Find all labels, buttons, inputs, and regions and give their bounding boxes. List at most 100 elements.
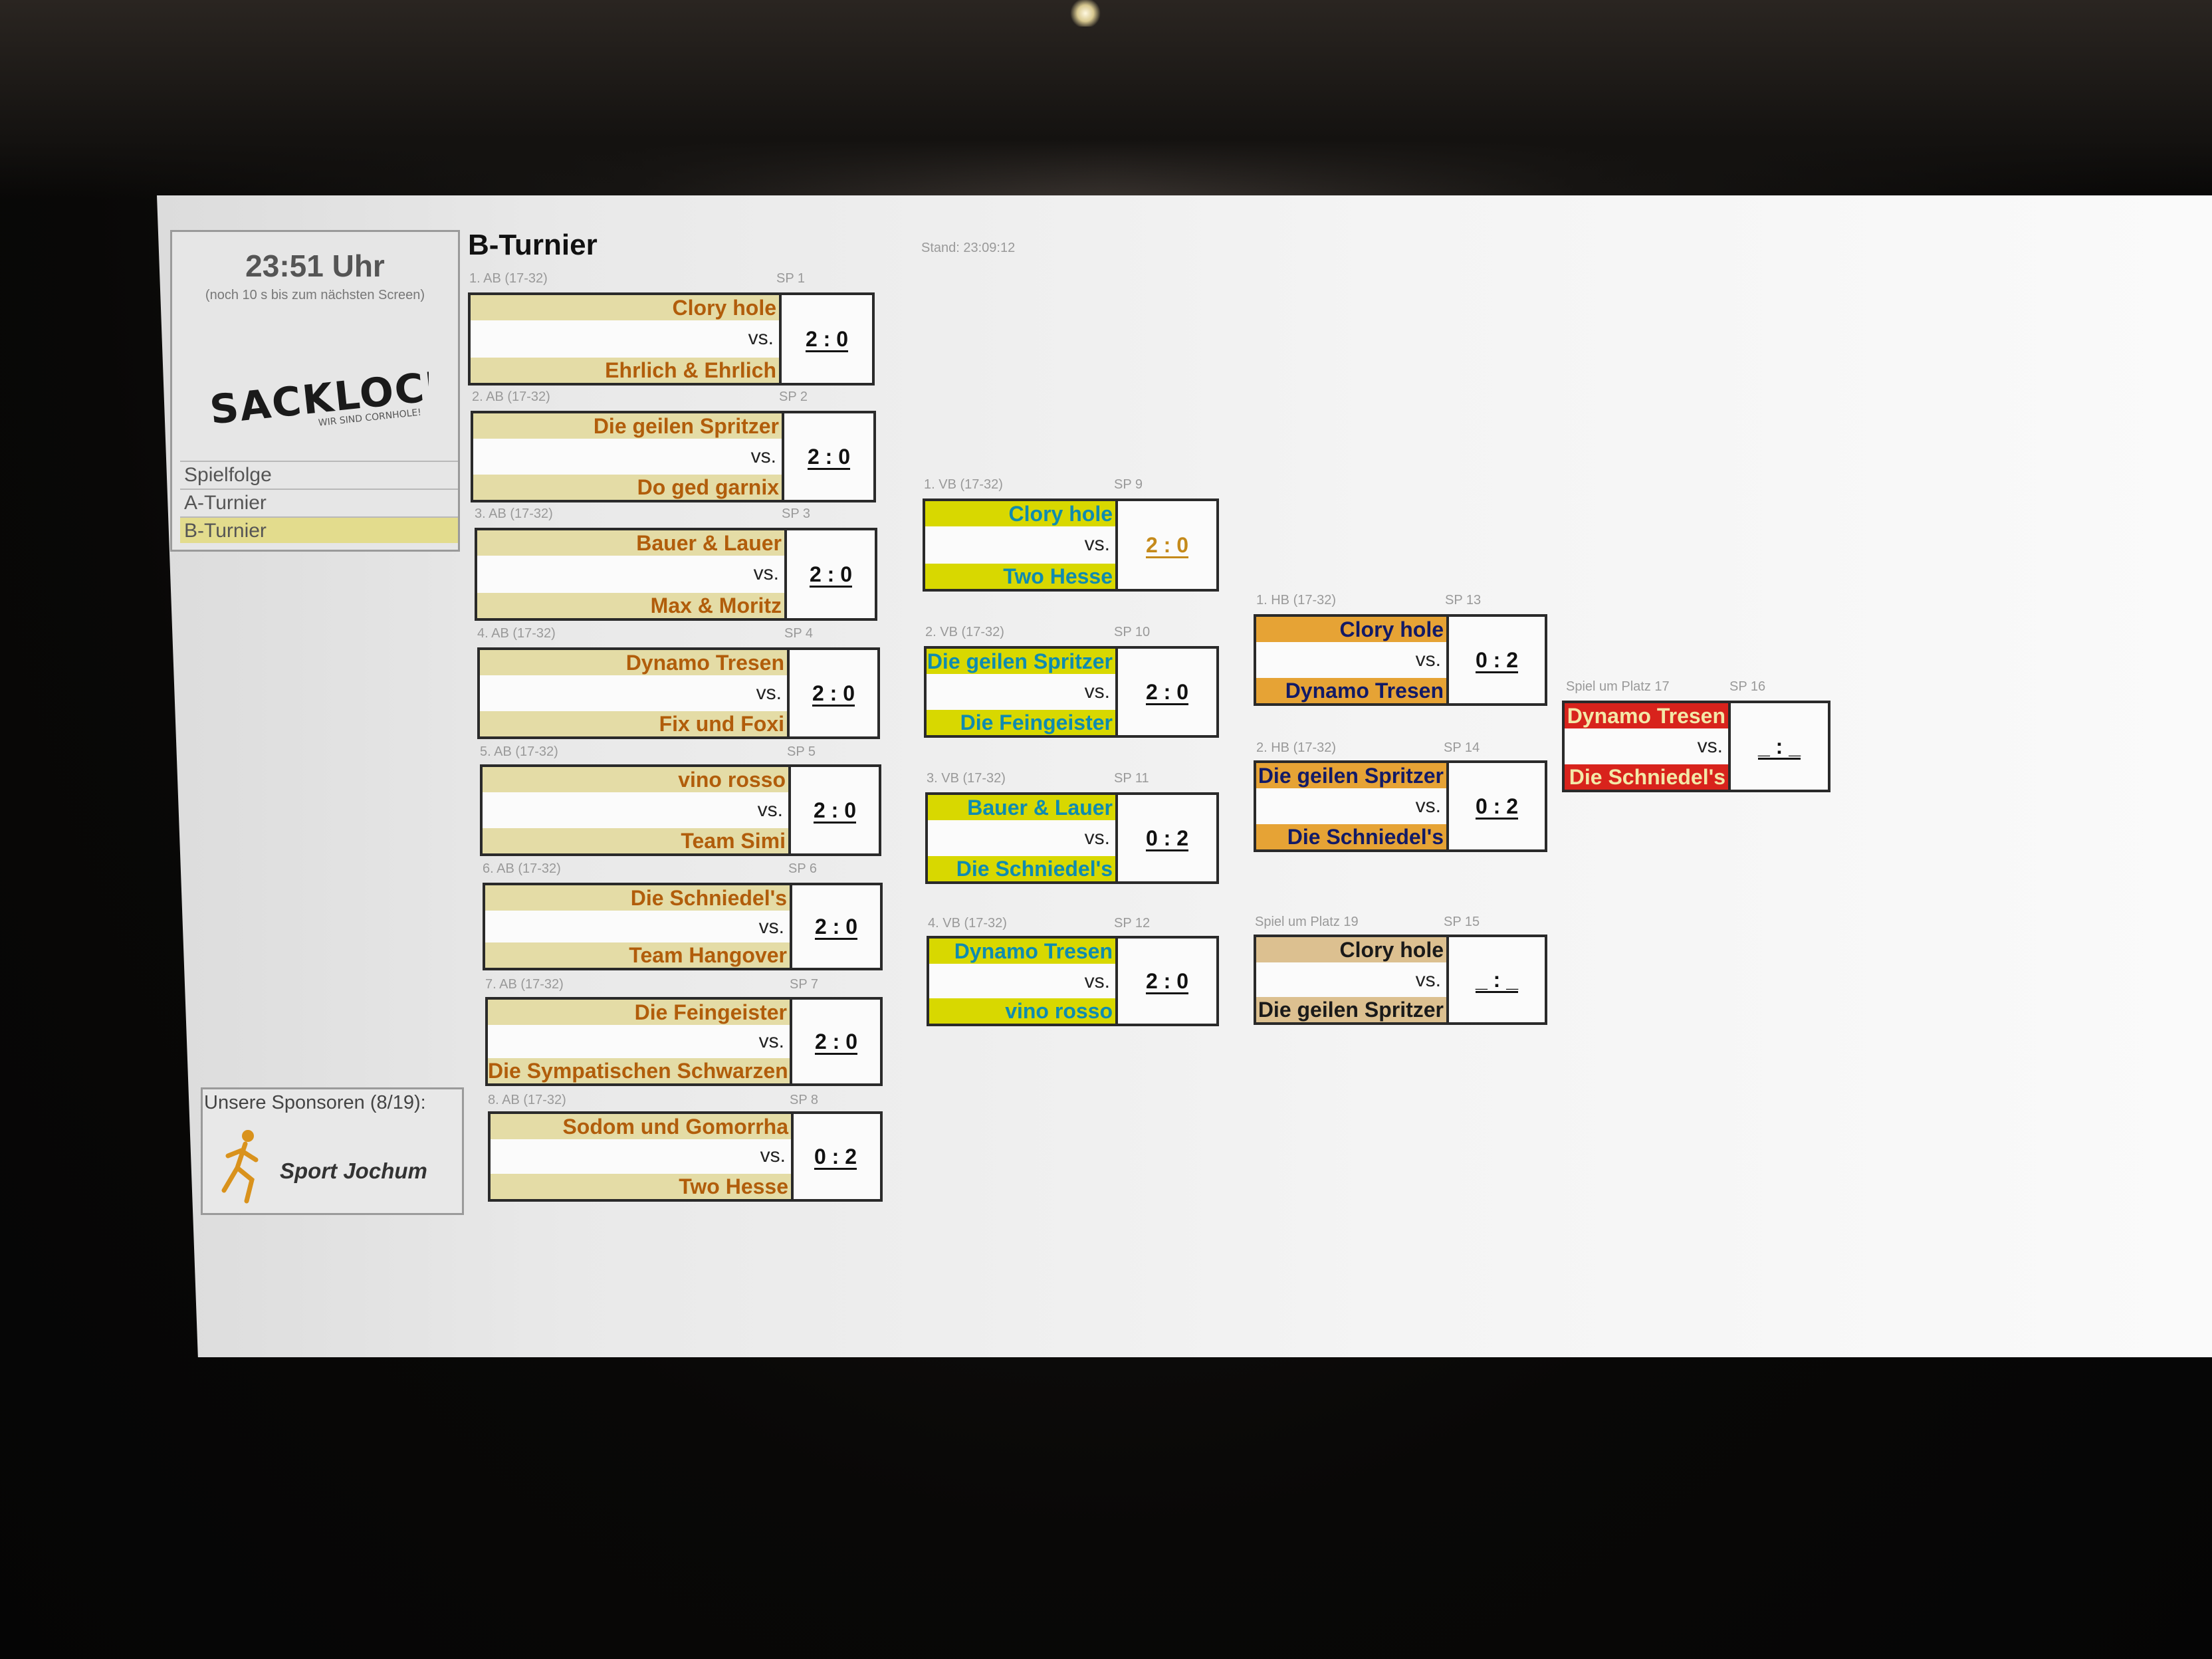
match-label: Spiel um Platz 19 <box>1255 915 1359 929</box>
team-1: Bauer & Lauer <box>477 530 784 556</box>
vs-label: vs. <box>1084 533 1110 555</box>
match-score: 2 : 0 <box>1145 968 1189 993</box>
clock: 23:51 Uhr <box>245 249 385 283</box>
match-box: Clory hole vs. Two Hesse 2 : 0 <box>923 498 1219 592</box>
nav-item-a-turnier[interactable]: A-Turnier <box>180 489 458 515</box>
match-box: Bauer & Lauer vs. Die Schniedel's 0 : 2 <box>925 792 1219 884</box>
match-box: Bauer & Lauer vs. Max & Moritz 2 : 0 <box>475 528 877 621</box>
match-box: Dynamo Tresen vs. Fix und Foxi 2 : 0 <box>477 647 880 739</box>
match-box: vino rosso vs. Team Simi 2 : 0 <box>480 764 881 856</box>
team-1: Clory hole <box>471 295 779 320</box>
team-1: Die geilen Spritzer <box>1256 763 1446 788</box>
match-label: 4. VB (17-32) <box>928 916 1007 931</box>
match-sp: SP 3 <box>782 506 810 521</box>
match-box: Die Feingeister vs. Die Sympatischen Sch… <box>485 997 883 1086</box>
match-score: 0 : 2 <box>1475 794 1519 818</box>
vs-label: vs. <box>758 916 784 938</box>
match-score: 0 : 2 <box>1475 647 1519 672</box>
vs-label: vs. <box>756 682 782 704</box>
match-label: 4. AB (17-32) <box>477 626 556 641</box>
vs-label: vs. <box>758 1030 784 1052</box>
team-1: Clory hole <box>1256 617 1446 642</box>
sponsor-box: Unsere Sponsoren (8/19): Sport Jochum <box>201 1087 464 1215</box>
match-sp: SP 14 <box>1444 740 1480 755</box>
team-2: Two Hesse <box>491 1174 791 1199</box>
match-box: Die geilen Spritzer vs. Die Feingeister … <box>924 646 1219 738</box>
match-label: 3. AB (17-32) <box>475 506 553 521</box>
match-label: 2. VB (17-32) <box>925 625 1004 639</box>
team-1: Sodom und Gomorrha <box>491 1114 791 1139</box>
nav-item-b-turnier[interactable]: B-Turnier <box>180 516 458 543</box>
ceiling-lamp <box>1070 0 1101 27</box>
team-1: Dynamo Tresen <box>929 939 1115 964</box>
team-2: Fix und Foxi <box>480 711 787 736</box>
vs-label: vs. <box>1084 681 1110 703</box>
vs-label: vs. <box>757 799 783 821</box>
vs-label: vs. <box>1415 795 1441 817</box>
sackloch-logo: SACKLOCH WIR SIND CORNHOLE! <box>203 352 462 438</box>
match-sp: SP 11 <box>1114 771 1149 786</box>
team-2: Max & Moritz <box>477 593 784 618</box>
team-1: Die Schniedel's <box>485 885 790 911</box>
match-label: 1. VB (17-32) <box>924 477 1003 492</box>
match-label: 6. AB (17-32) <box>483 861 561 876</box>
match-sp: SP 1 <box>776 271 805 286</box>
team-1: Die geilen Spritzer <box>927 649 1115 674</box>
team-2: Die geilen Spritzer <box>1256 997 1446 1022</box>
team-2: Team Simi <box>483 828 788 853</box>
match-score: 0 : 2 <box>814 1144 857 1168</box>
match-box: Clory hole vs. Die geilen Spritzer _ : _ <box>1254 935 1547 1025</box>
runner-icon <box>215 1127 268 1206</box>
team-1: Die geilen Spritzer <box>473 413 782 439</box>
match-label: 5. AB (17-32) <box>480 744 558 759</box>
match-label: 2. AB (17-32) <box>472 389 550 404</box>
match-score: 2 : 0 <box>805 326 849 351</box>
match-score: 2 : 0 <box>814 1029 858 1053</box>
match-sp: SP 5 <box>787 744 816 759</box>
match-box: Die geilen Spritzer vs. Do ged garnix 2 … <box>471 411 876 502</box>
vs-label: vs. <box>1697 735 1723 757</box>
match-label: 8. AB (17-32) <box>488 1093 566 1107</box>
match-score: 2 : 0 <box>812 681 855 705</box>
team-1: vino rosso <box>483 767 788 792</box>
sponsor-name: Sport Jochum <box>280 1159 427 1183</box>
team-1: Clory hole <box>925 501 1115 526</box>
vs-label: vs. <box>748 327 774 349</box>
match-sp: SP 13 <box>1445 593 1482 608</box>
team-1: Dynamo Tresen <box>480 650 787 675</box>
match-label: 3. VB (17-32) <box>927 771 1006 786</box>
display-screen <box>157 195 2212 1357</box>
match-score: 2 : 0 <box>1145 679 1189 704</box>
match-score: 2 : 0 <box>1145 532 1189 557</box>
page-title: B-Turnier <box>468 229 598 261</box>
match-box: Dynamo Tresen vs. Die Schniedel's _ : _ <box>1562 701 1830 792</box>
match-sp: SP 7 <box>790 977 818 992</box>
team-2: Die Schniedel's <box>928 856 1115 881</box>
sidebar-panel: 23:51 Uhr (noch 10 s bis zum nächsten Sc… <box>170 230 462 552</box>
match-box: Die Schniedel's vs. Team Hangover 2 : 0 <box>483 883 883 970</box>
screen-countdown-note: (noch 10 s bis zum nächsten Screen) <box>205 288 425 302</box>
match-sp: SP 6 <box>788 861 817 876</box>
vs-label: vs. <box>1084 827 1110 849</box>
team-1: Dynamo Tresen <box>1565 703 1728 728</box>
match-sp: SP 12 <box>1114 916 1151 931</box>
team-2: Team Hangover <box>485 942 790 968</box>
match-box: Clory hole vs. Dynamo Tresen 0 : 2 <box>1254 614 1547 706</box>
match-box: Dynamo Tresen vs. vino rosso 2 : 0 <box>927 936 1219 1026</box>
stand-timestamp: Stand: 23:09:12 <box>921 241 1016 255</box>
vs-label: vs. <box>760 1145 786 1166</box>
match-box: Sodom und Gomorrha vs. Two Hesse 0 : 2 <box>488 1111 883 1202</box>
match-score: 2 : 0 <box>809 562 853 586</box>
match-sp: SP 4 <box>784 626 813 641</box>
vs-label: vs. <box>750 445 776 467</box>
match-score: 0 : 2 <box>1145 826 1189 850</box>
team-2: Do ged garnix <box>473 475 782 500</box>
team-2: Die Feingeister <box>927 710 1115 735</box>
match-sp: SP 16 <box>1729 679 1766 694</box>
team-2: Die Schniedel's <box>1565 764 1728 790</box>
nav-item-spielfolge[interactable]: Spielfolge <box>180 461 458 487</box>
match-label: 2. HB (17-32) <box>1256 740 1337 755</box>
vs-label: vs. <box>753 562 779 584</box>
match-box: Die geilen Spritzer vs. Die Schniedel's … <box>1254 760 1547 852</box>
match-label: 7. AB (17-32) <box>485 977 564 992</box>
